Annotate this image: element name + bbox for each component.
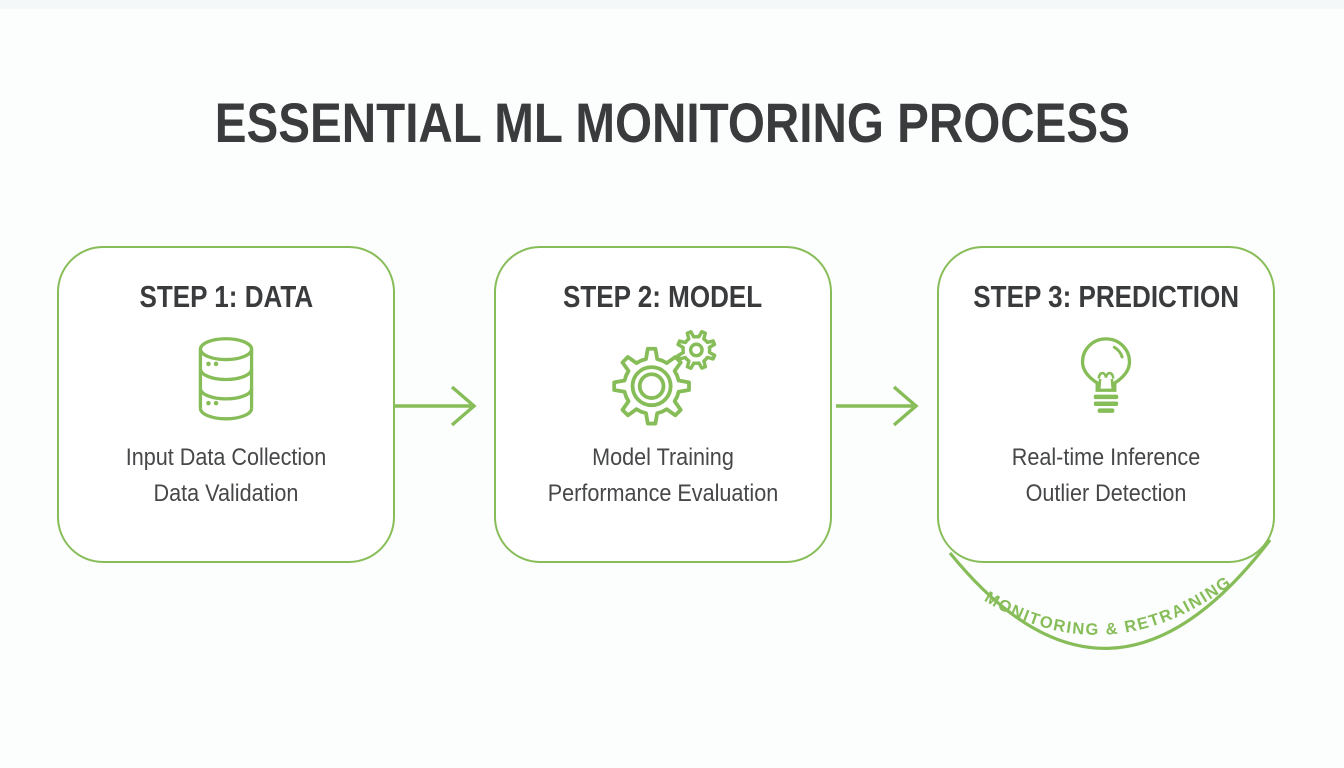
step-card-model: STEP 2: MODEL Model Training Performance… [494,246,832,563]
step-card-prediction: STEP 3: PREDICTION Real-time Inference O… [937,246,1275,563]
step2-title-text: STEP 2: MODEL [563,279,763,314]
step1-title-text: STEP 1: DATA [139,279,313,314]
gears-icon [496,329,830,429]
arrow-right-icon [394,385,477,427]
step3-title: STEP 3: PREDICTION [939,278,1273,316]
badge-label-text: MONITORING & RETRAINING [982,573,1234,639]
step2-line1: Model Training [592,444,734,471]
step3-title-text: STEP 3: PREDICTION [973,279,1239,314]
gears-icon-svg [611,329,716,426]
badge-arc [948,539,1272,650]
step2-line2: Performance Evaluation [547,479,779,507]
step2-description: Model Training Performance Evaluation [496,440,830,511]
step2-title: STEP 2: MODEL [496,278,830,316]
database-icon [59,329,393,429]
step3-line1: Real-time Inference [1011,444,1201,471]
monitoring-retraining-badge: MONITORING & RETRAINING [948,539,1272,650]
step3-description: Real-time Inference Outlier Detection [939,440,1273,511]
step-card-data: STEP 1: DATA Input Data Collection Data … [57,246,395,563]
step1-description: Input Data Collection Data Validation [59,440,393,511]
step1-line1: Input Data Collection [125,444,327,471]
lightbulb-icon-svg [1080,337,1132,413]
arrow-right-icon [836,385,919,427]
top-strip [0,0,1344,9]
page-title: ESSENTIAL ML MONITORING PROCESS [0,94,1344,152]
page-title-text: ESSENTIAL ML MONITORING PROCESS [214,91,1130,154]
badge-label: MONITORING & RETRAINING [982,573,1235,639]
step3-line2: Outlier Detection [1025,479,1187,507]
step1-title: STEP 1: DATA [59,278,393,316]
lightbulb-icon [939,329,1273,429]
step1-line2: Data Validation [153,479,299,507]
database-icon-svg [198,337,254,421]
